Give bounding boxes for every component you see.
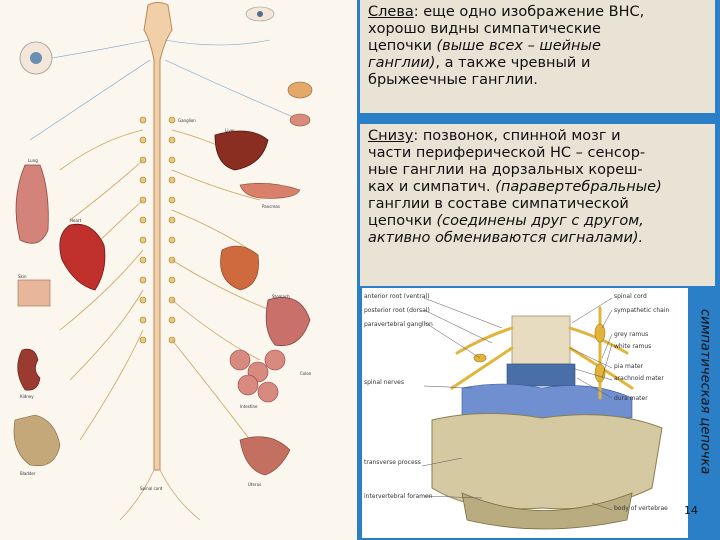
label-arachnoid-mater: arachnoid mater xyxy=(614,375,664,382)
label-sympathetic-chain: sympathetic chain xyxy=(614,307,670,314)
label-white-ramus: white ramus xyxy=(614,343,651,350)
label-bladder: Bladder xyxy=(20,471,36,476)
label-stomach: Stomach xyxy=(272,294,290,299)
ans-diagram: Liver Lung Heart Stomach Kidney Bladder … xyxy=(0,0,357,540)
caption1-line5: брыжеечные ганглии. xyxy=(368,72,707,89)
caption2-line5: ганглии в составе симпатической xyxy=(368,196,707,213)
label-pancreas: Pancreas xyxy=(262,204,280,209)
caption-left-description: Слева: еще одно изображение ВНС, хорошо … xyxy=(360,0,715,113)
caption2-line4: ках и симпатич. (паравертебральные) xyxy=(368,179,707,196)
caption1-line4: ганглии), а также чревный и xyxy=(368,55,707,72)
label-intestine: Intestine xyxy=(240,404,258,409)
spinal-cord-shape xyxy=(512,316,570,364)
label-pia-mater: pia mater xyxy=(614,363,644,370)
label-colon: Colon xyxy=(300,371,312,376)
label-lung: Lung xyxy=(28,158,38,163)
ans-illustration: Liver Lung Heart Stomach Kidney Bladder … xyxy=(0,0,357,540)
caption2-line3: ные ганглии на дорзальных кореш- xyxy=(368,162,707,179)
caption2-line2: части периферической НС – сенсор- xyxy=(368,145,707,162)
label-skin: Skin xyxy=(18,274,27,279)
label-paravertebral-ganglion: paravertebral ganglion xyxy=(364,321,433,328)
label-dura-mater: dura mater xyxy=(614,395,648,402)
label-anterior-root: anterior root (ventral) xyxy=(364,293,430,300)
dura-band xyxy=(507,364,575,386)
caption2-line6: цепочки (соединены друг с другом, xyxy=(368,213,707,230)
label-spinal-cord: Spinal cord xyxy=(140,486,163,491)
label-grey-ramus: grey ramus xyxy=(614,331,648,338)
page-number: 14 xyxy=(684,504,698,517)
vertebra-diagram: anterior root (ventral) posterior root (… xyxy=(362,288,688,538)
label-transverse-process: transverse process xyxy=(364,459,421,466)
caption1-line3: цепочки (выше всех – шейные xyxy=(368,38,707,55)
caption-bottom-description: Снизу: позвонок, спинной мозг и части пе… xyxy=(360,124,715,286)
caption1-line2: хорошо видны симпатические xyxy=(368,21,707,38)
label-spinal-cord-r: spinal cord xyxy=(614,293,647,300)
label-heart: Heart xyxy=(70,218,82,223)
label-posterior-root: posterior root (dorsal) xyxy=(364,307,430,314)
label-intervertebral-foramen: intervertebral foramen xyxy=(364,493,433,500)
label-spinal-nerves: spinal nerves xyxy=(364,379,404,386)
caption1-line1: Слева: еще одно изображение ВНС, xyxy=(368,4,707,21)
label-kidney: Kidney xyxy=(20,394,34,399)
label-uterus: Uterus xyxy=(248,482,261,487)
vertebra-svg: anterior root (ventral) posterior root (… xyxy=(362,288,688,538)
caption2-line1: Снизу: позвонок, спинной мозг и xyxy=(368,128,707,145)
label-ganglion: Ganglion xyxy=(178,118,196,123)
sympathetic-chain-label: симпатическая цепочка xyxy=(690,292,720,492)
label-body-of-vertebrae: body of vertebrae xyxy=(614,505,668,512)
caption2-line7: активно обмениваются сигналами). xyxy=(368,230,707,247)
label-liver: Liver xyxy=(225,128,235,133)
